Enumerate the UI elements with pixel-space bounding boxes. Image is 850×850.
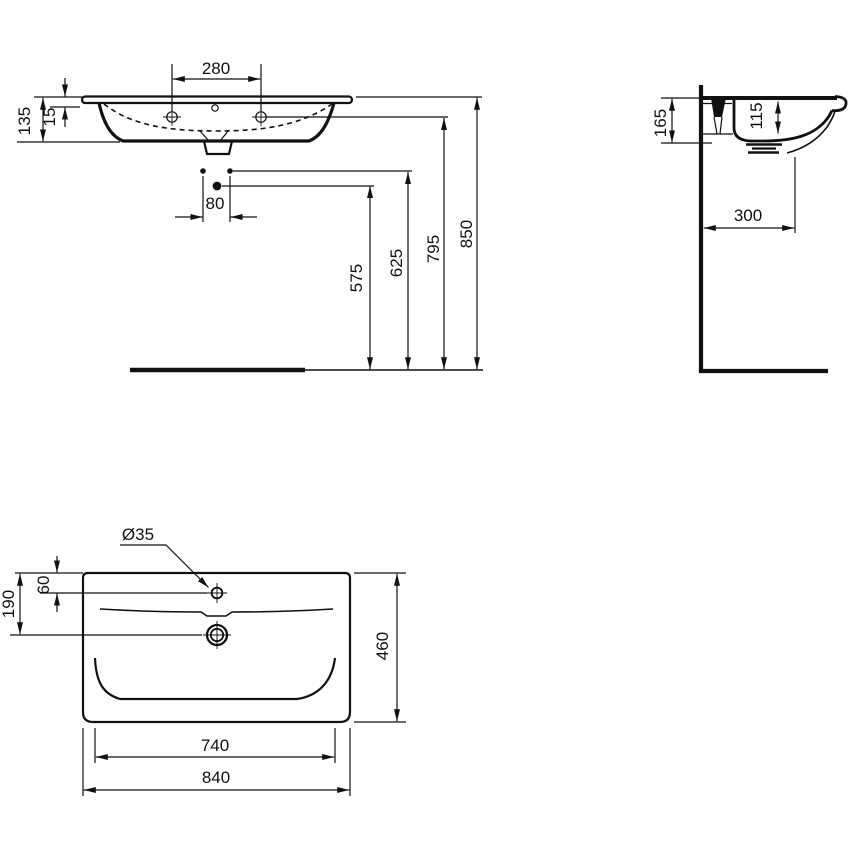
sink-outline-plan: [81, 571, 352, 724]
sink-body-front: [97, 102, 336, 143]
drain-outlet-front: [202, 140, 234, 156]
basin-outer-shell: [786, 110, 836, 154]
dim-label-840: 840: [202, 768, 230, 787]
deck-edge-line: [99, 608, 334, 617]
fixing-hole-left: [200, 168, 206, 174]
sink-rim-front: [80, 95, 354, 105]
dim-label-575: 575: [347, 264, 366, 292]
dim-label-625: 625: [387, 249, 406, 277]
front-view: 280 15 135 80 575 625 795 850: [15, 59, 483, 373]
basin-inner-outline: [93, 657, 337, 701]
tap-hole-plan: [207, 583, 227, 603]
tap-hole-section: [713, 116, 723, 135]
rim-bullnose: [831, 95, 848, 113]
dim-label-115: 115: [747, 102, 766, 129]
plan-view: Ø35 60 190 460 740 840: [0, 525, 406, 796]
dim-label-850: 850: [457, 220, 476, 248]
basin-inner-profile: [762, 109, 834, 143]
basin-hidden-contour: [103, 103, 333, 132]
dim-label-tap-diameter: Ø35: [122, 525, 154, 544]
dim-label-795: 795: [424, 235, 443, 263]
side-view: 165 115 300: [651, 85, 848, 374]
drain-slope-line-right: [219, 129, 230, 142]
dim-label-165: 165: [651, 109, 670, 137]
basin-back-wall: [732, 100, 763, 143]
dim-label-190: 190: [0, 590, 18, 618]
drain-slope-line-left: [199, 130, 210, 142]
dim-label-460: 460: [373, 632, 392, 660]
overflow-hole: [211, 104, 219, 112]
dim-label-300: 300: [734, 206, 762, 225]
dim-label-135: 135: [15, 107, 34, 135]
drain-hole-plan: [203, 621, 231, 649]
tap-deck-boss: [711, 98, 726, 117]
dim-label-280: 280: [202, 59, 230, 78]
dim-label-740: 740: [201, 736, 229, 755]
leader-line-tap-diameter: [120, 544, 209, 588]
fixing-hole-right: [227, 168, 233, 174]
drain-center-point: [212, 181, 222, 191]
dim-label-80: 80: [206, 194, 225, 213]
dim-label-60: 60: [34, 576, 53, 595]
